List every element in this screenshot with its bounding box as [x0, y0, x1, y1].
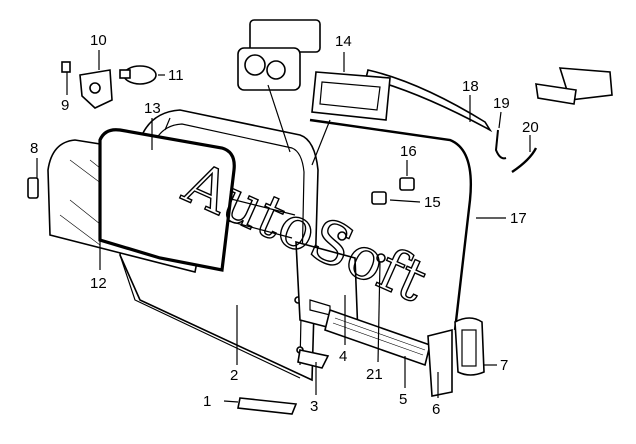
callout-21: 21: [366, 366, 383, 383]
leader-lines: [36, 50, 531, 403]
tail-lamp-part: [427, 317, 485, 397]
callout-12: 12: [90, 275, 107, 292]
callout-19: 19: [493, 95, 510, 112]
callout-18: 18: [462, 78, 479, 95]
drip-rail-part: [365, 69, 493, 133]
window-seal-part: [98, 128, 236, 272]
door-handle-part: [61, 61, 157, 109]
instrument-cluster-part: [237, 19, 391, 121]
callout-11: 11: [168, 67, 184, 84]
callout-9: 9: [61, 97, 69, 114]
callout-14: 14: [335, 33, 352, 50]
callout-6: 6: [432, 401, 440, 418]
callout-8: 8: [30, 140, 38, 157]
roof-seal-part: [309, 118, 472, 331]
callout-2: 2: [230, 367, 238, 384]
clip-parts: [337, 129, 538, 263]
hinge-bracket-part: [27, 177, 39, 199]
callout-7: 7: [500, 357, 508, 374]
callout-10: 10: [90, 32, 107, 49]
marker-lamp-part: [535, 67, 613, 105]
lower-brackets: [237, 349, 330, 415]
callout-15: 15: [424, 194, 441, 211]
callout-5: 5: [399, 391, 407, 408]
callout-17: 17: [510, 210, 527, 227]
callout-3: 3: [310, 398, 318, 415]
callout-13: 13: [144, 100, 161, 117]
callout-1: 1: [203, 393, 211, 410]
callout-16: 16: [400, 143, 417, 160]
callout-4: 4: [339, 348, 347, 365]
callout-20: 20: [522, 119, 539, 136]
